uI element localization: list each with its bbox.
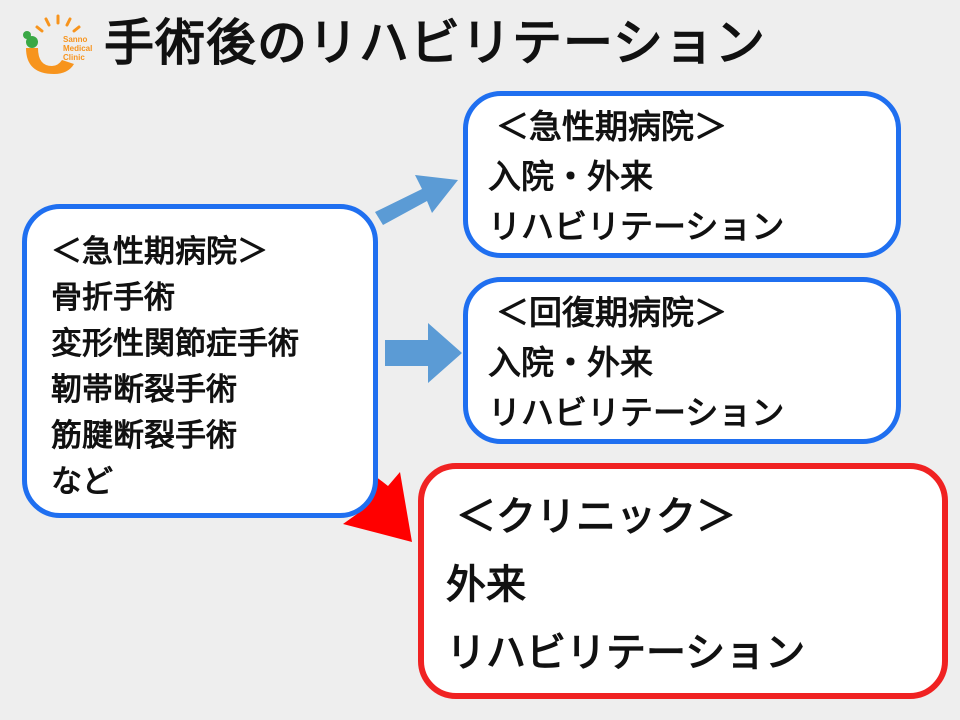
logo-text-1: Sanno	[63, 35, 88, 44]
surgery-box-heading: ＜急性期病院＞	[51, 234, 268, 270]
clinic-logo: Sanno Medical Clinic	[18, 12, 92, 78]
clinic-box-heading: ＜クリニック＞	[456, 494, 736, 540]
acute-box-line-1: 入院・外来	[488, 157, 653, 196]
page-title: 手術後のリハビリテーション	[104, 14, 766, 72]
surgery-item-etc: など	[51, 464, 113, 500]
surgery-box: ＜急性期病院＞ 骨折手術 変形性関節症手術 靭帯断裂手術 筋腱断裂手術 など	[22, 204, 378, 518]
surgery-item-tendon: 筋腱断裂手術	[51, 418, 237, 454]
clinic-box: ＜クリニック＞ 外来 リハビリテーション	[418, 463, 948, 699]
clinic-box-line-2: リハビリテーション	[446, 630, 806, 676]
logo-sun-icon: Sanno Medical Clinic	[23, 14, 92, 74]
acute-box-line-2: リハビリテーション	[488, 207, 785, 246]
surgery-item-arthrosis: 変形性関節症手術	[51, 326, 299, 362]
acute-hospital-box: ＜急性期病院＞ 入院・外来 リハビリテーション	[463, 91, 901, 258]
recovery-box-line-2: リハビリテーション	[488, 393, 785, 432]
surgery-item-fracture: 骨折手術	[51, 280, 175, 316]
clinic-box-line-1: 外来	[446, 562, 526, 608]
recovery-box-line-1: 入院・外来	[488, 343, 653, 382]
arrow-to-acute	[375, 175, 458, 225]
surgery-item-ligament: 靭帯断裂手術	[51, 372, 237, 408]
arrow-to-recovery	[385, 323, 462, 383]
logo-text-3: Clinic	[63, 53, 85, 62]
recovery-hospital-box: ＜回復期病院＞ 入院・外来 リハビリテーション	[463, 277, 901, 444]
logo-text-2: Medical	[63, 44, 92, 53]
acute-box-heading: ＜急性期病院＞	[496, 107, 727, 146]
recovery-box-heading: ＜回復期病院＞	[496, 293, 727, 332]
